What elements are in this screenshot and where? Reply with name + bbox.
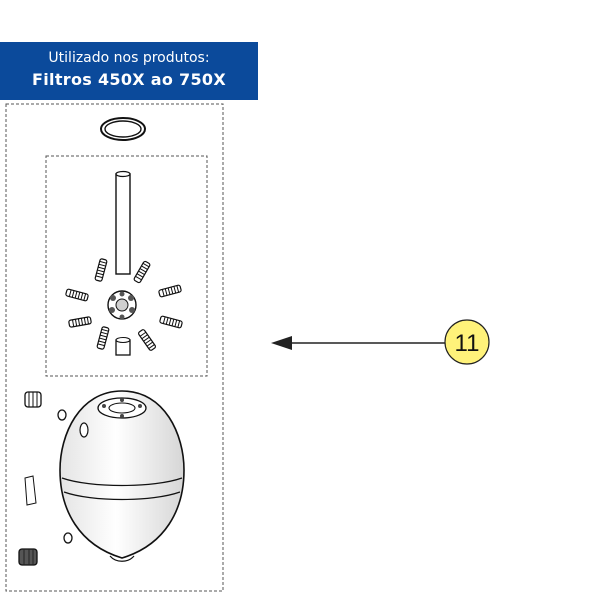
product-banner: Utilizado nos produtos: Filtros 450X ao … (0, 42, 258, 100)
center-tube-part (115, 170, 131, 275)
banner-subtitle: Utilizado nos produtos: (48, 50, 210, 66)
label-sticker-part (24, 475, 37, 506)
sleeve-part (115, 336, 131, 356)
assembly-dashed-frame (45, 155, 208, 377)
small-o-ring-bottom (63, 532, 73, 544)
drain-cap-bottom-part (18, 548, 38, 566)
filter-tank-part (59, 390, 185, 562)
o-ring-part (100, 117, 146, 141)
drain-cap-top-part (24, 391, 42, 408)
small-o-ring-top (57, 409, 67, 421)
outer-dashed-frame (5, 103, 224, 592)
hub-part (107, 290, 137, 320)
banner-title: Filtros 450X ao 750X (32, 70, 226, 89)
callout-arrow (271, 336, 446, 350)
callout-badge: 11 (444, 319, 490, 365)
callout-number: 11 (455, 330, 480, 357)
